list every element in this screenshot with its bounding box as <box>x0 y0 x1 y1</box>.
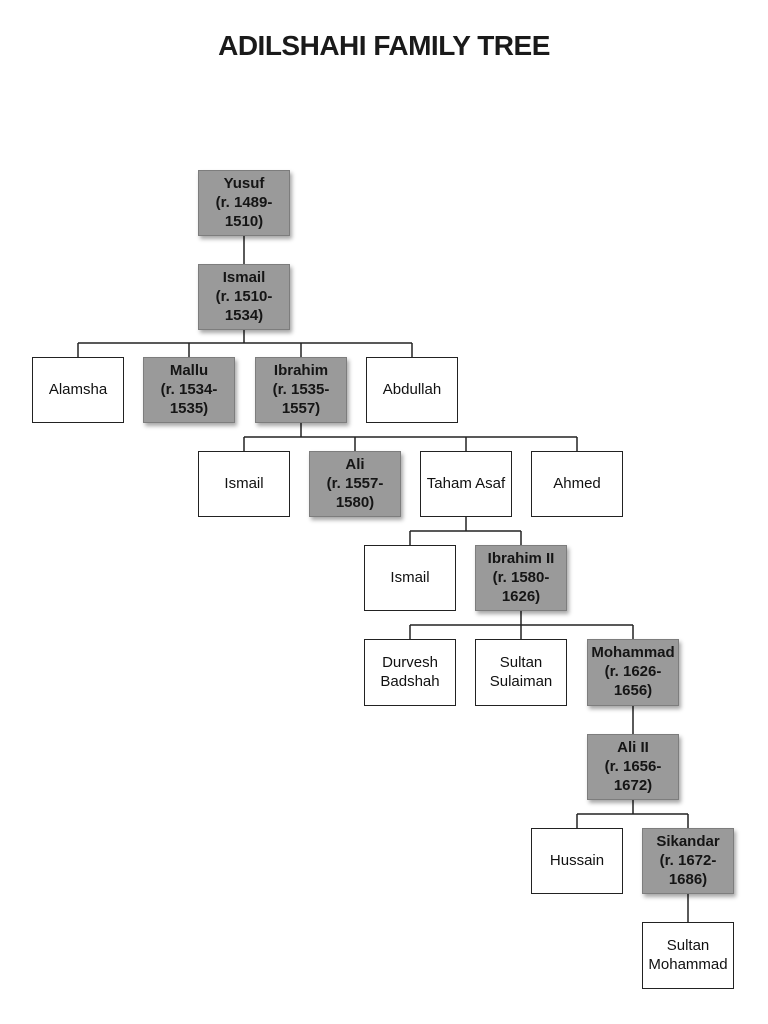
page-title: ADILSHAHI FAMILY TREE <box>218 30 550 61</box>
node-ali: Ali (r. 1557-1580) <box>309 451 401 517</box>
node-line1: Sultan <box>666 936 710 954</box>
node-name: Ismail <box>222 269 266 286</box>
node-name: Abdullah <box>382 380 442 398</box>
node-name: Ibrahim <box>273 362 329 379</box>
node-reign: (r. 1489-1510) <box>215 193 273 230</box>
node-ibrahim: Ibrahim (r. 1535-1557) <box>255 357 347 423</box>
node-reign: (r. 1534-1535) <box>160 380 218 417</box>
node-reign: (r. 1656-1672) <box>604 757 662 794</box>
node-name: Ali <box>345 456 365 473</box>
node-ahmed: Ahmed <box>531 451 623 517</box>
node-name: Ahmed <box>553 474 601 492</box>
node-name: Taham Asaf <box>426 474 506 492</box>
node-mohammad: Mohammad (r. 1626-1656) <box>587 639 679 706</box>
node-sultan-mohammad: Sultan Mohammad <box>642 922 734 989</box>
node-reign: (r. 1557-1580) <box>326 474 384 511</box>
node-name: Ismail <box>390 568 430 586</box>
node-alamsha: Alamsha <box>32 357 124 423</box>
node-durvesh-badshah: Durvesh Badshah <box>364 639 456 706</box>
node-reign: (r. 1510-1534) <box>215 287 273 324</box>
node-hussain: Hussain <box>531 828 623 894</box>
node-line2: Mohammad <box>648 955 728 973</box>
node-ibrahim-ii: Ibrahim II (r. 1580-1626) <box>475 545 567 611</box>
node-taham-asaf: Taham Asaf <box>420 451 512 517</box>
node-name: Ismail <box>224 474 264 492</box>
node-reign: (r. 1580-1626) <box>492 568 550 605</box>
node-yusuf: Yusuf (r. 1489-1510) <box>198 170 290 236</box>
node-name: Yusuf <box>223 175 265 192</box>
node-name: Alamsha <box>48 380 108 398</box>
node-name: Sikandar <box>656 833 720 850</box>
node-name: Mohammad <box>591 644 675 662</box>
node-name: Ali II <box>617 739 649 756</box>
node-ismail-c: Ismail <box>364 545 456 611</box>
node-name: Mallu <box>169 362 209 379</box>
node-line1: Durvesh <box>382 653 438 671</box>
node-line1: Sultan <box>499 653 543 671</box>
node-mallu: Mallu (r. 1534-1535) <box>143 357 235 423</box>
node-reign: (r. 1535-1557) <box>272 380 330 417</box>
node-name: Hussain <box>549 851 605 869</box>
node-ali-ii: Ali II (r. 1656-1672) <box>587 734 679 800</box>
node-name: Ibrahim II <box>487 550 555 567</box>
node-abdullah: Abdullah <box>366 357 458 423</box>
node-ismail-b: Ismail <box>198 451 290 517</box>
node-ismail: Ismail (r. 1510-1534) <box>198 264 290 330</box>
node-sultan-sulaiman: Sultan Sulaiman <box>475 639 567 706</box>
node-line2: Sulaiman <box>489 672 553 690</box>
node-reign: (r. 1626-1656) <box>604 663 662 700</box>
node-reign: (r. 1672-1686) <box>659 851 717 888</box>
node-sikandar: Sikandar (r. 1672-1686) <box>642 828 734 894</box>
node-line2: Badshah <box>380 672 440 690</box>
